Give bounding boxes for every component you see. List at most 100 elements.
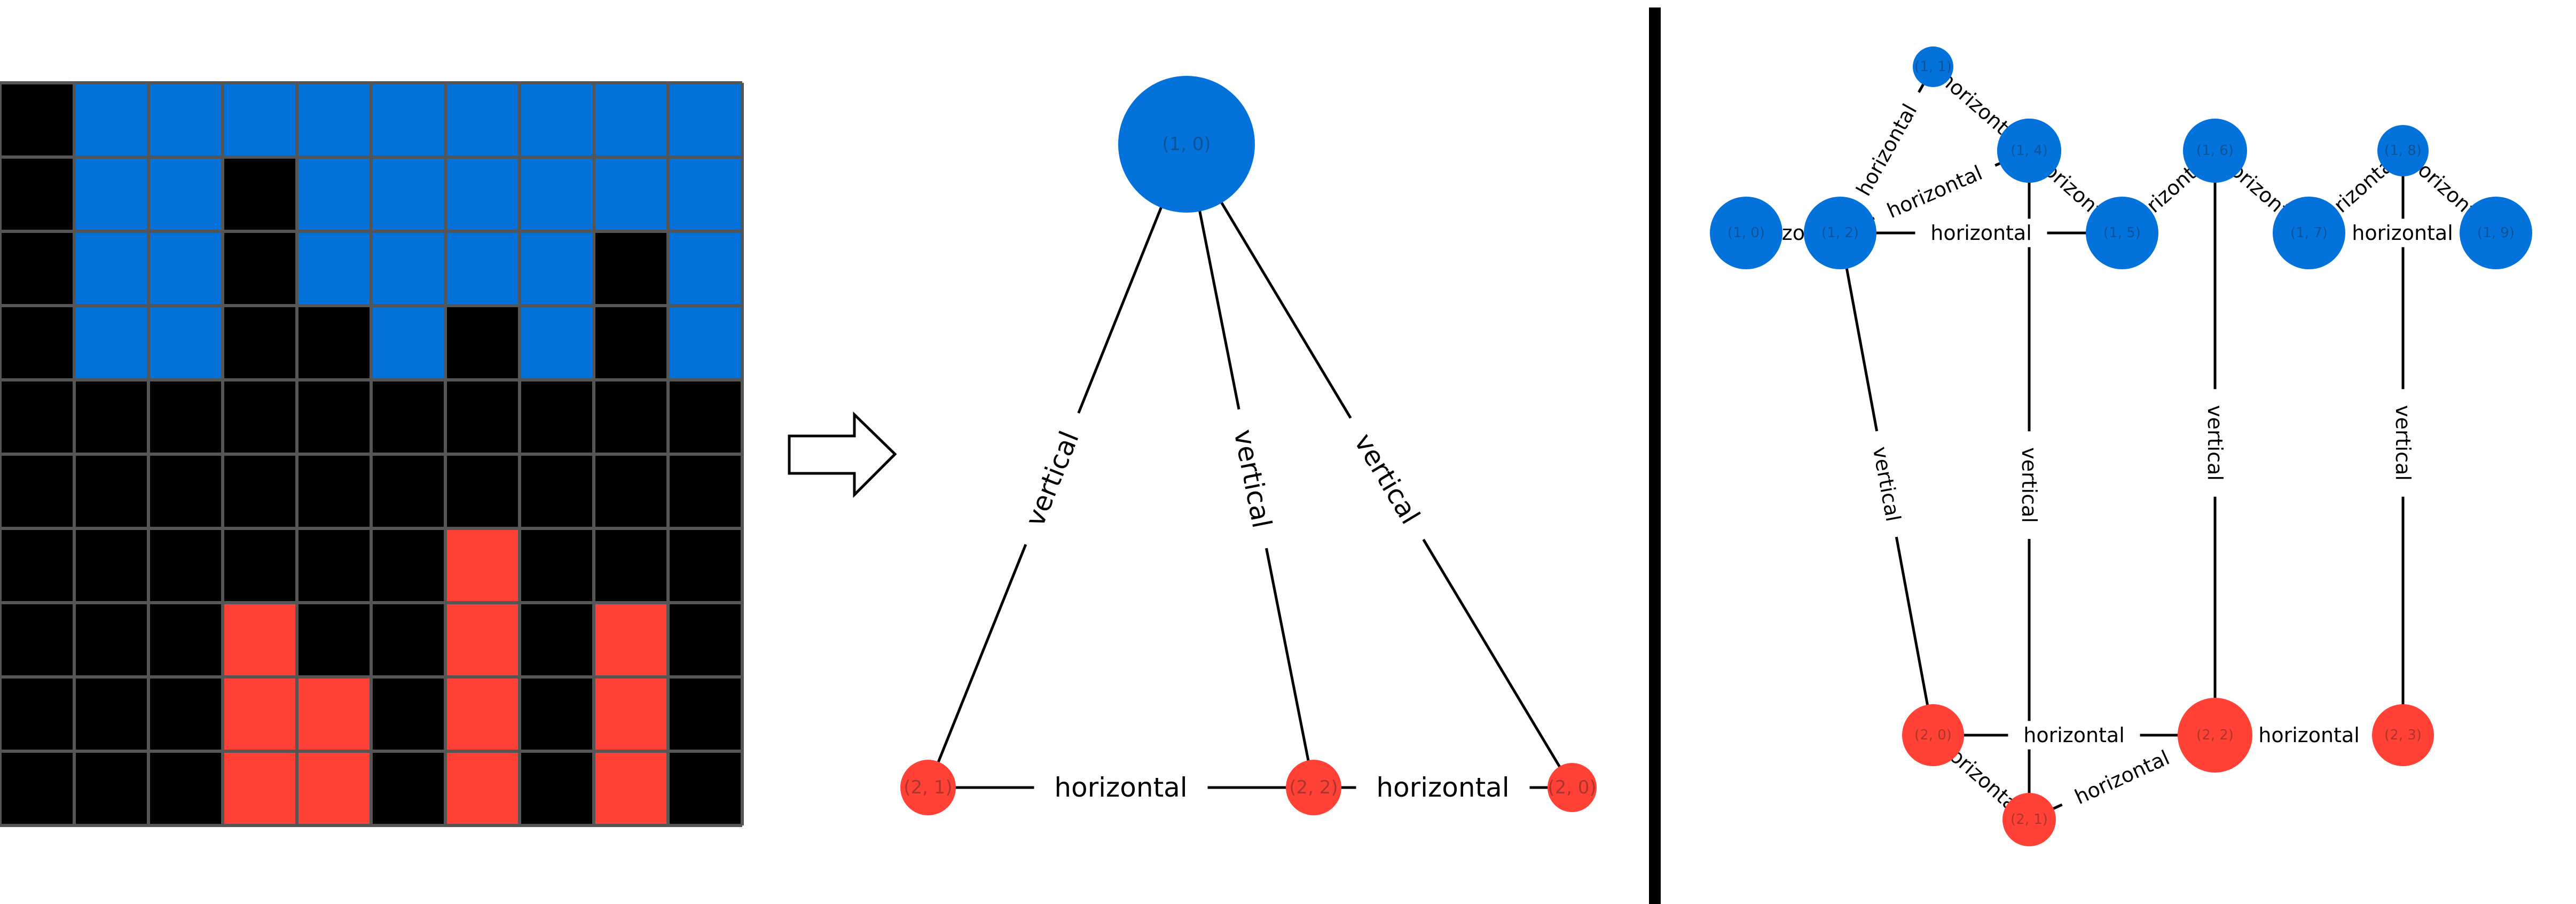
grid-cell (520, 528, 594, 603)
grid-cell (668, 306, 742, 380)
node-label: (1, 0) (1727, 225, 1765, 241)
grid-cell (74, 83, 148, 157)
grid-cell (0, 306, 74, 380)
graph-node (1710, 197, 1782, 269)
node-label: (1, 2) (1821, 225, 1859, 241)
grid-cell (371, 231, 445, 306)
grid-cell (445, 677, 520, 751)
edge-label-text: horizontal (1054, 772, 1187, 803)
graph-node (2460, 197, 2532, 269)
grid-cell (371, 454, 445, 528)
grid-cell (520, 751, 594, 825)
grid-cell (594, 157, 668, 231)
edge-label-text: vertical (2391, 405, 2415, 481)
edge-label-bg (1220, 406, 1285, 552)
graph-node (2183, 119, 2247, 183)
graph-node (2372, 704, 2434, 766)
grid-cell (297, 83, 371, 157)
right-arrow-icon (788, 411, 897, 498)
grid-cell (74, 380, 148, 454)
node-label: (1, 9) (2477, 225, 2515, 241)
grid-cell (445, 751, 520, 825)
grid-cell (297, 380, 371, 454)
grid-cell (520, 83, 594, 157)
color-grid (0, 81, 744, 827)
grid-cell (371, 751, 445, 825)
grid-cell (445, 528, 520, 603)
grid-cell (668, 603, 742, 677)
grid-cell (297, 603, 371, 677)
grid-cell (594, 751, 668, 825)
edge-label-bg (2336, 219, 2469, 247)
grid-cell (594, 603, 668, 677)
grid-cell (594, 306, 668, 380)
grid-cell (297, 528, 371, 603)
nodes: (1, 1)(1, 0)(1, 2)(1, 3)(1, 4)(1, 5)(1, … (1710, 46, 2532, 846)
node-label: (2, 1) (2010, 812, 2048, 828)
grid-cell (148, 83, 223, 157)
grid-cell (594, 677, 668, 751)
edge-label-bg (1334, 408, 1440, 549)
grid-cell (520, 306, 594, 380)
edge-label-bg (2008, 721, 2140, 750)
edge-label-bg (2015, 431, 2044, 539)
grid-cell (371, 380, 445, 454)
grid-cell (520, 380, 594, 454)
grid-cell (0, 528, 74, 603)
grid-cell (594, 528, 668, 603)
node-label: (1, 6) (2196, 143, 2234, 159)
grid-cell (148, 380, 223, 454)
node-label: (2, 1) (904, 777, 952, 798)
edge-label-text: horizontal (2023, 723, 2125, 747)
grid-cell (74, 157, 148, 231)
grid-cell (223, 603, 297, 677)
graph-node (1548, 763, 1597, 812)
edge-label-bg (1842, 85, 1931, 215)
grid-cell (148, 454, 223, 528)
grid-cell (594, 83, 668, 157)
graph-node (2086, 197, 2158, 269)
grid-cell (74, 528, 148, 603)
grid-cell (0, 677, 74, 751)
edge-label-bg (1008, 406, 1096, 552)
node-label: (1, 0) (1162, 134, 1211, 155)
grid-cell (371, 677, 445, 751)
grid-cell (223, 677, 297, 751)
grid-cell (371, 528, 445, 603)
edge-label-bg (1863, 428, 1911, 540)
grid-cell (445, 306, 520, 380)
grid-cell (148, 306, 223, 380)
node-label: (2, 0) (1914, 727, 1952, 743)
grid-cell (520, 677, 594, 751)
grid-cell (668, 677, 742, 751)
panel-divider (1649, 7, 1661, 904)
graph-node (2273, 197, 2345, 269)
node-label: (2, 2) (2196, 727, 2234, 743)
grid-cell (594, 454, 668, 528)
graph-node (1913, 46, 1953, 87)
node-label: (2, 3) (2384, 727, 2422, 743)
grid-cell (297, 677, 371, 751)
grid-cell (668, 157, 742, 231)
grid-cell (0, 83, 74, 157)
edge-label: horizontal (1034, 769, 1208, 806)
grid-cell (148, 157, 223, 231)
grid-cell (297, 306, 371, 380)
edge-label-bg (1915, 219, 2047, 247)
grid-cell (594, 380, 668, 454)
graph-node (2002, 793, 2056, 846)
edge-label-bg (1356, 769, 1530, 806)
node-label: (2, 2) (1289, 777, 1338, 798)
edge-label: horizontal (2243, 721, 2375, 750)
grid-cell (668, 83, 742, 157)
grid-cell (74, 751, 148, 825)
grid-cell (668, 380, 742, 454)
graph-node (900, 760, 956, 815)
edge-label: vertical (2015, 431, 2044, 539)
grid-cell (223, 380, 297, 454)
grid-cell (0, 454, 74, 528)
grid-cell (445, 380, 520, 454)
edge-label-bg (2389, 389, 2417, 497)
grid-cell (371, 83, 445, 157)
